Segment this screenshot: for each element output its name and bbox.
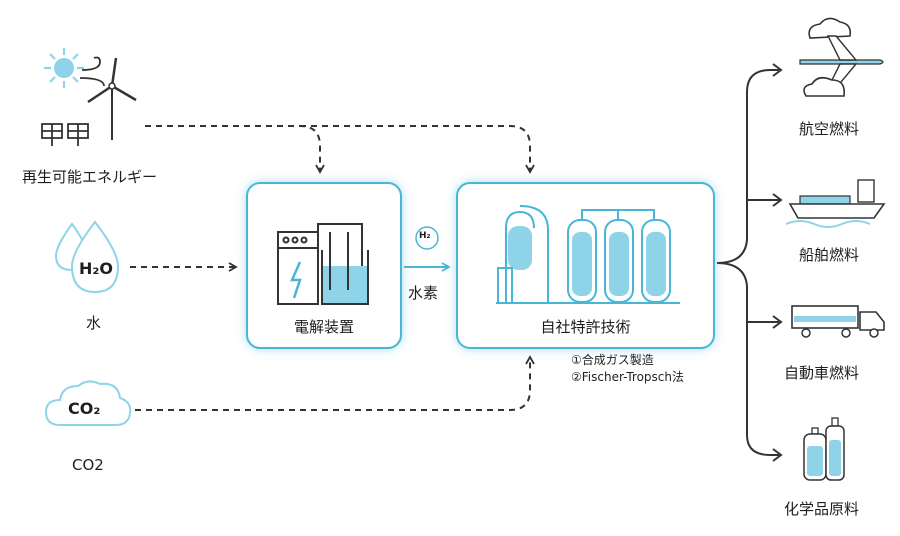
hydrogen-label: 水素 xyxy=(408,284,439,302)
output-bracket xyxy=(716,63,783,462)
h2-badge-icon xyxy=(415,226,439,250)
renewable-icon xyxy=(41,48,137,146)
proprietary-tech-label: 自社特許技術 xyxy=(540,318,631,336)
output-aviation-fuel: 航空燃料 xyxy=(799,120,860,138)
water-drops-icon xyxy=(54,220,120,294)
output-marine-fuel: 船舶燃料 xyxy=(799,246,860,264)
co2-cloud-icon xyxy=(44,380,132,426)
electrolysis-label: 電解装置 xyxy=(293,318,354,336)
water-label: 水 xyxy=(86,314,102,332)
renewable-connectors xyxy=(130,125,535,411)
output-chemical-feedstock: 化学品原料 xyxy=(784,500,860,518)
co2-label: CO2 xyxy=(72,456,104,474)
electrolysis-box: 電解装置 xyxy=(246,182,402,349)
chemical-bottles-icon xyxy=(803,417,845,481)
proprietary-tech-box: 自社特許技術 xyxy=(456,182,715,349)
truck-icon xyxy=(791,305,885,338)
method-2: ②Fischer-Tropsch法 xyxy=(571,370,685,384)
output-automotive-fuel: 自動車燃料 xyxy=(784,364,860,382)
water-icon-text: H₂O xyxy=(79,259,113,278)
airplane-icon xyxy=(799,17,884,97)
method-1: ①合成ガス製造 xyxy=(571,353,654,367)
co2-icon-text: CO₂ xyxy=(68,399,101,418)
ship-icon xyxy=(785,179,886,228)
h2-badge-text: H₂ xyxy=(419,231,431,241)
renewable-label: 再生可能エネルギー xyxy=(22,168,158,186)
